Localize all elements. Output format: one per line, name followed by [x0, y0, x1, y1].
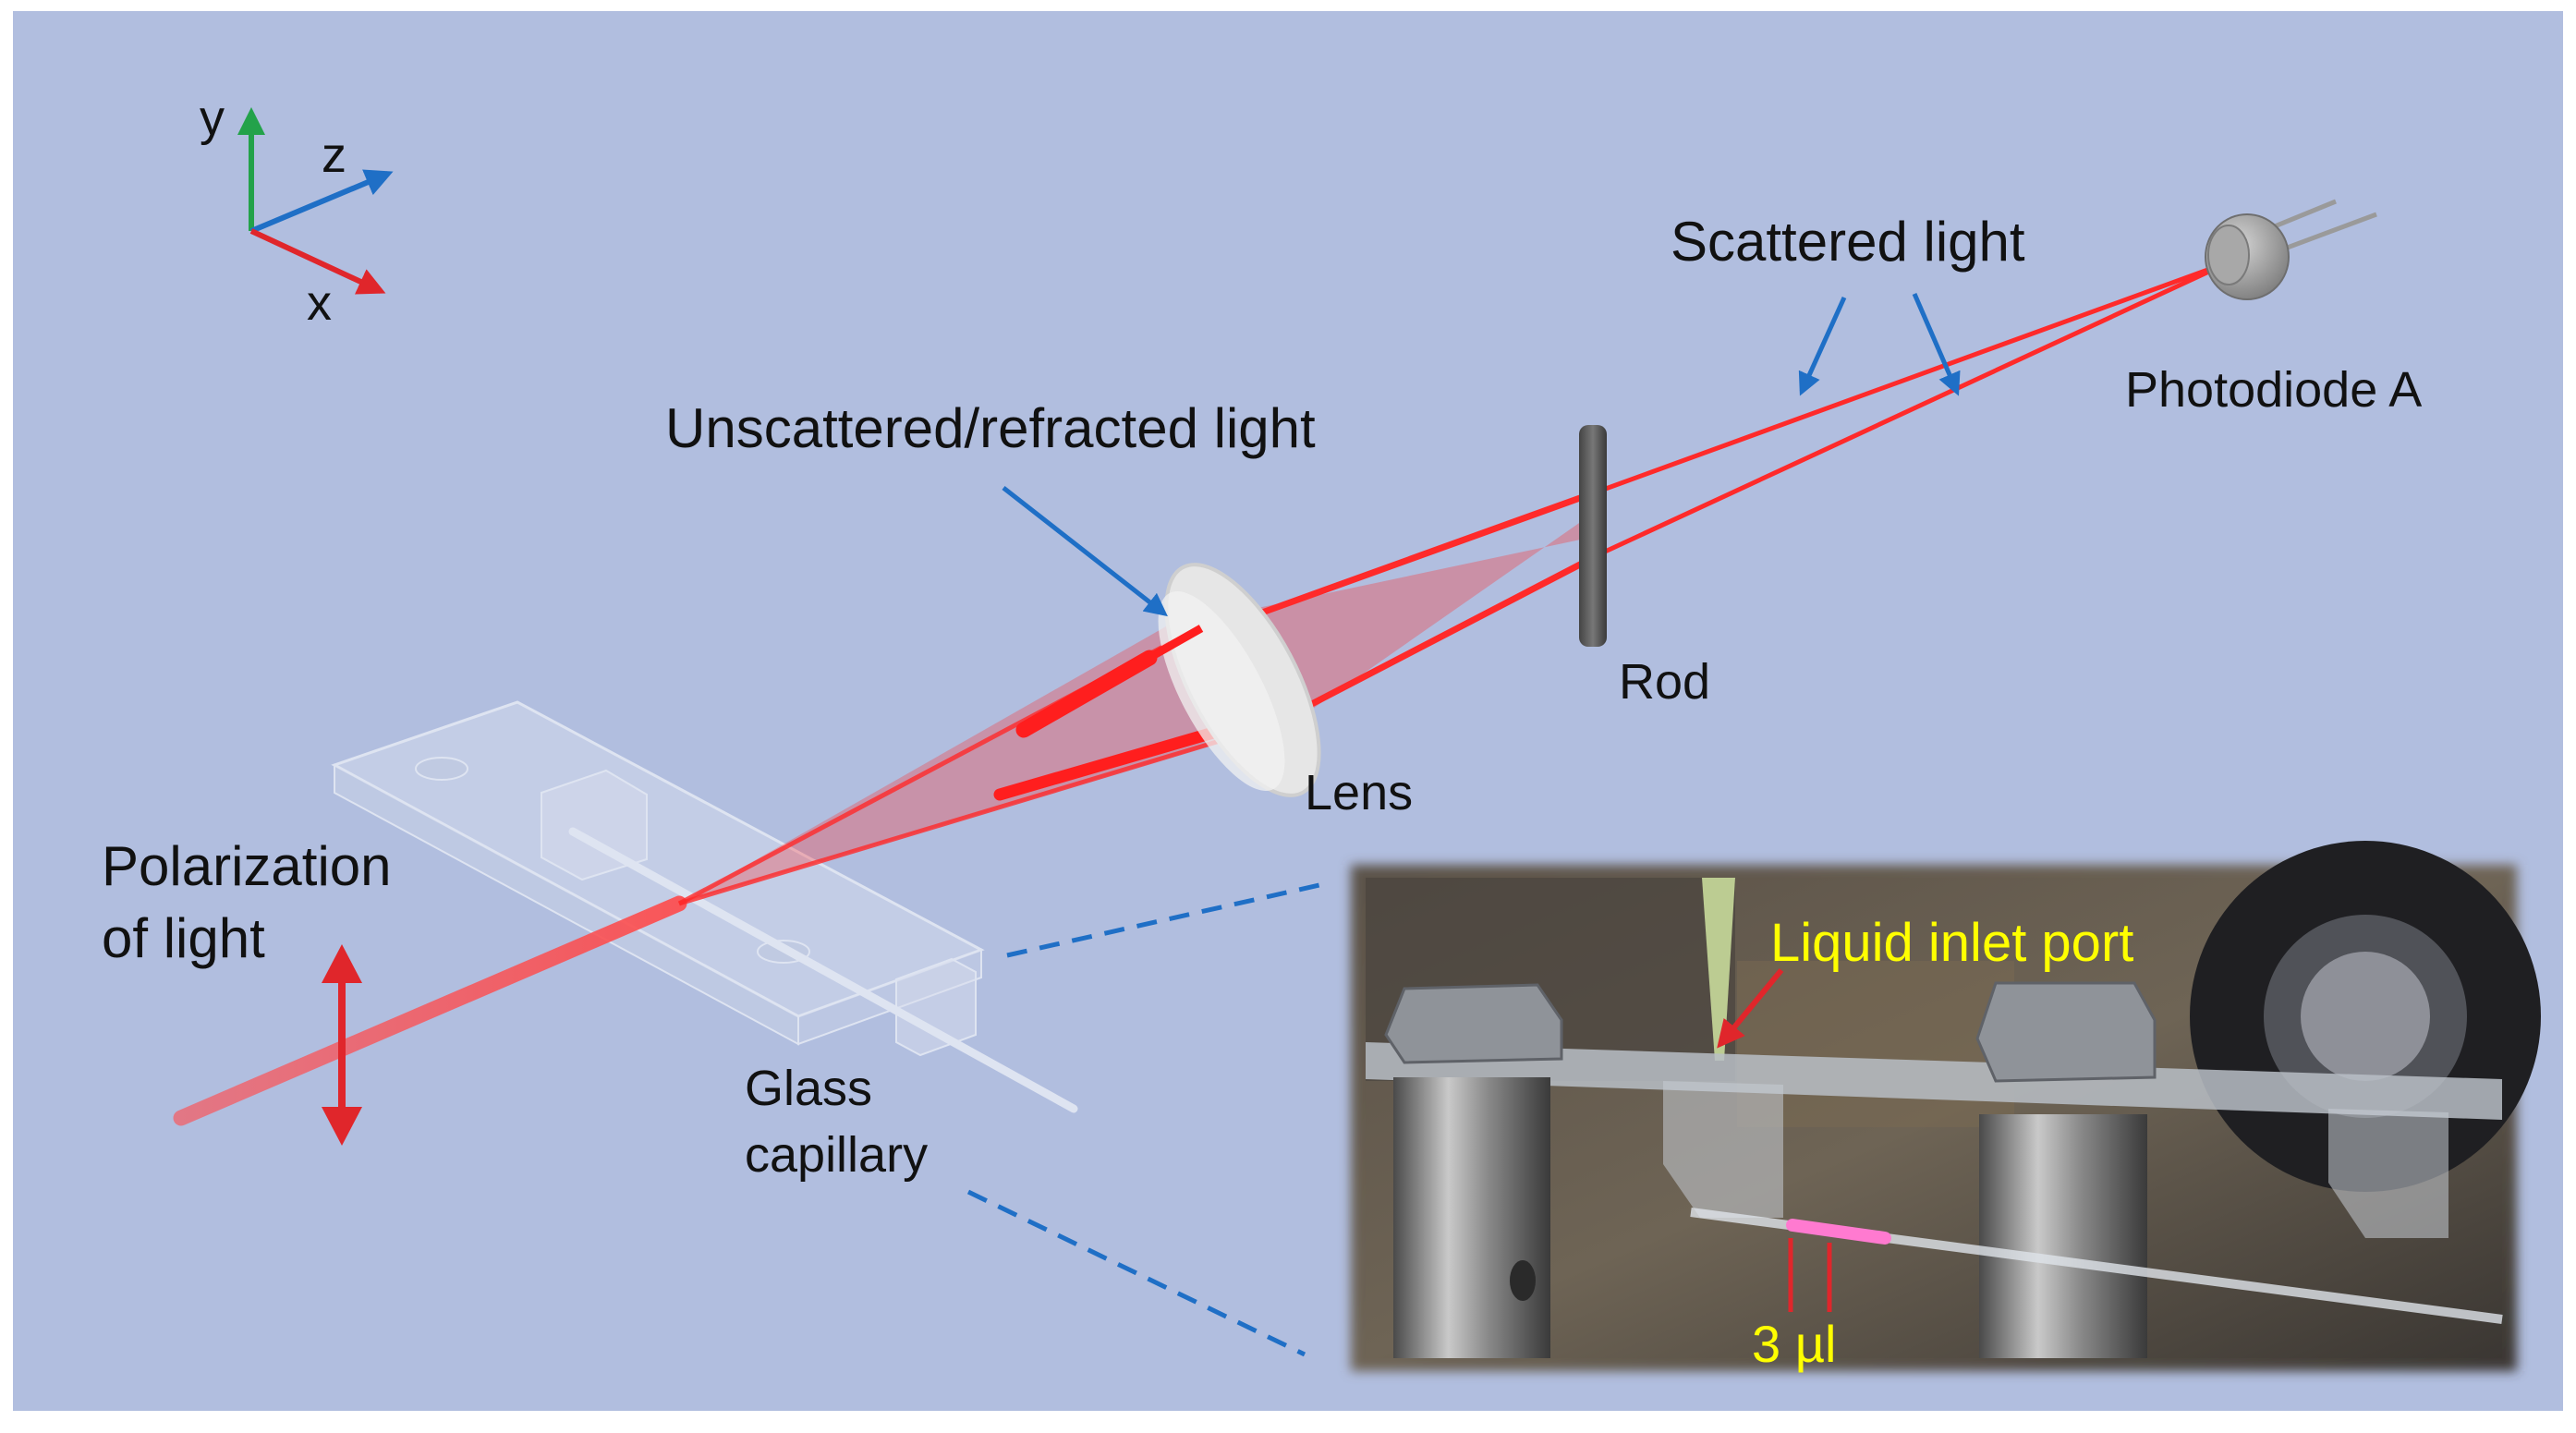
inset-post-right — [1979, 1114, 2147, 1358]
converging-ray-upper — [1247, 486, 1605, 621]
inset-connector-lower — [966, 1189, 1306, 1357]
polarization-label-line2: of light — [102, 907, 265, 969]
lens — [1143, 563, 1321, 797]
microfluidic-chip — [331, 700, 1078, 1113]
x-axis-arrow — [249, 228, 386, 295]
inset-sample-glow — [1786, 1219, 1891, 1245]
scattered-light-arrow-right — [1912, 293, 1961, 396]
polarization-label-line1: Polarization — [102, 835, 392, 897]
photo-inset: Liquid inlet port 3 µl — [1351, 841, 2541, 1373]
z-axis-label: z — [322, 128, 346, 183]
chip-outlet-block — [895, 957, 977, 1057]
annotation-arrows — [966, 293, 1961, 1357]
lens-face — [1158, 591, 1285, 791]
inset-nut-left — [1384, 983, 1563, 1064]
converging-cone-to-rod — [1249, 506, 1603, 730]
laser-beam-system — [173, 265, 2215, 1126]
liquid-inlet-port-label: Liquid inlet port — [1770, 913, 2133, 973]
pipette-tip — [1702, 878, 1735, 1061]
coordinate-axes: y z x — [200, 91, 394, 331]
x-axis-label: x — [307, 275, 332, 331]
volume-label: 3 µl — [1752, 1315, 1836, 1373]
inset-nut-right — [1975, 981, 2157, 1083]
z-axis-arrow — [249, 169, 394, 234]
capillary-label-line1: Glass — [745, 1061, 872, 1116]
inlet-pointer-arrow — [1717, 968, 1784, 1049]
scattered-ray-to-photodiode-lower — [1601, 267, 2215, 555]
photodiode-a — [2205, 199, 2377, 300]
polarization-arrow — [322, 944, 362, 1146]
photodiode-window — [2207, 225, 2250, 285]
photodiode-label: Photodiode A — [2125, 362, 2422, 418]
scattered-light-arrow-left — [1798, 296, 1847, 396]
unscattered-light-label: Unscattered/refracted light — [665, 397, 1316, 459]
capillary-label-line2: capillary — [745, 1127, 928, 1183]
converging-ray-lower — [1278, 549, 1605, 724]
lens-label: Lens — [1305, 765, 1413, 820]
beam-block-rod — [1579, 425, 1607, 647]
glass-capillary-tube — [568, 827, 1078, 1113]
rod-label: Rod — [1619, 654, 1710, 710]
scattered-ray-to-photodiode-upper — [1602, 265, 2214, 492]
chip-inlet-block — [541, 769, 648, 881]
refracted-ray-upper-through — [1143, 625, 1204, 663]
incident-laser-beam — [173, 895, 687, 1126]
refracted-ray-upper — [1015, 650, 1158, 738]
inset-post-left — [1393, 1077, 1550, 1358]
y-axis-label: y — [200, 91, 225, 146]
inset-chip-plate — [1366, 1042, 2502, 1120]
chip-hole-left — [415, 757, 468, 781]
unscattered-light-arrow — [1002, 486, 1168, 617]
chip-side-face — [797, 948, 982, 1046]
scatter-ray-lower — [678, 727, 1258, 906]
inset-connector-upper — [1006, 882, 1320, 958]
scattered-cone-to-lens — [679, 612, 1294, 904]
scattered-light-label: Scattered light — [1671, 211, 2025, 273]
